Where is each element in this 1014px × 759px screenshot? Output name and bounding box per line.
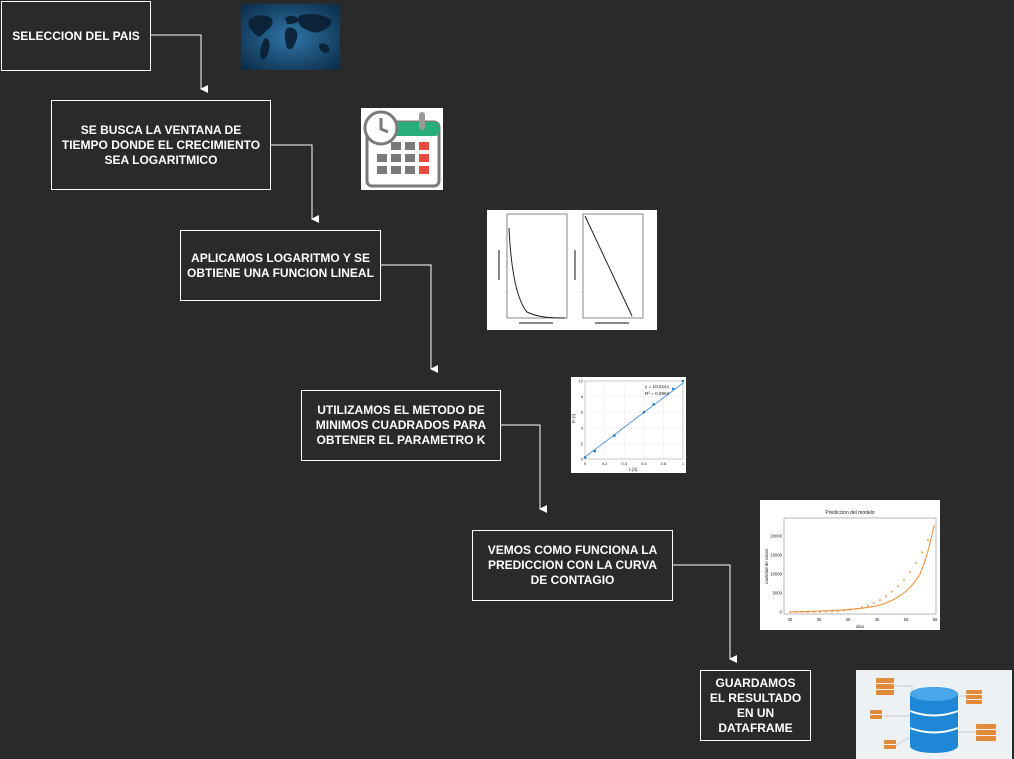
prediction-xtick: 50 [904,617,909,622]
prediction-point [903,578,905,581]
prediction-point [885,595,887,598]
regression-point [583,456,587,459]
step-prediction: VEMOS COMO FUNCIONA LA PREDICCION CON LA… [472,530,673,601]
prediction-point [873,602,875,604]
regression-point [593,449,597,453]
prediction-point [891,590,893,593]
prediction-xlabel: dias [856,624,865,629]
step-time-window: SE BUSCA LA VENTANA DE TIEMPO DONDE EL C… [51,100,271,190]
connector-2-3 [270,144,319,223]
prediction-curve [789,525,935,613]
prediction-point [909,571,911,573]
world-map-icon [241,4,340,70]
prediction-ytick: 5000 [773,591,783,596]
prediction-point [849,608,851,611]
regression-xtick: 0.6 [641,461,647,466]
regression-ytick: 2 [581,441,584,446]
step-label: GUARDAMOS EL RESULTADO EN UN DATAFRAME [709,675,802,735]
step-label: SE BUSCA LA VENTANA DE TIEMPO DONDE EL C… [61,122,261,167]
regression-xtick: 0.4 [621,461,627,466]
prediction-xtick: 45 [875,617,880,622]
step-label: APLICAMOS LOGARITMO Y SE OBTIENE UNA FUN… [187,250,374,280]
regression-ytick: 6 [581,410,584,415]
prediction-point [867,604,869,607]
regression-ytick: 0 [581,457,584,462]
regression-xtick: 0.2 [602,461,608,466]
prediction-point [927,539,929,541]
prediction-ytick: 0 [780,610,783,615]
prediction-point [813,611,815,613]
regression-point [613,434,616,437]
prediction-ytick: 10000 [770,572,782,577]
regression-ytick: 10 [579,379,584,384]
step-apply-log: APLICAMOS LOGARITMO Y SE OBTIENE UNA FUN… [180,230,381,301]
prediction-point [933,525,935,527]
prediction-point [843,609,845,612]
regression-xlabel: t (d) [629,467,638,472]
prediction-point [795,611,797,613]
prediction-point [915,562,917,564]
regression-point [652,403,655,406]
prediction-xtick: 30 [788,617,793,622]
regression-xtick: 0 [584,461,587,466]
prediction-xtick: 35 [817,617,822,622]
step-select-country: SELECCION DEL PAIS [1,1,151,71]
regression-xtick: 1 [682,461,685,466]
prediction-ytick: 15000 [770,553,782,558]
prediction-xtick: 55 [933,617,938,622]
regression-line [584,382,684,458]
prediction-point [825,610,827,613]
regression-equation: y = 10,014x [645,384,670,389]
connector-4-5 [500,424,547,513]
step-label: UTILIZAMOS EL METODO DE MINIMOS CUADRADO… [315,403,487,447]
connector-5-6 [672,564,737,663]
step-save-dataframe: GUARDAMOS EL RESULTADO EN UN DATAFRAME [700,670,811,741]
regression-point [681,379,685,383]
prediction-point [801,611,803,613]
regression-ylabel: ln (I) [571,413,576,423]
database-icon [856,670,1012,759]
prediction-title: Prediccion del modelo [825,510,874,516]
step-label: VEMOS COMO FUNCIONA LA PREDICCION CON LA… [487,543,658,587]
prediction-point [861,606,863,609]
regression-xtick: 0.8 [661,461,667,466]
prediction-plot: Prediccion del modelo cantidad de casos … [760,500,940,630]
regression-point [671,387,675,391]
prediction-point [807,611,809,613]
calendar-clock-icon [361,108,443,190]
log-plots-icon [487,210,657,330]
step-least-squares: UTILIZAMOS EL METODO DE MINIMOS CUADRADO… [301,390,501,461]
prediction-ylabel: cantidad de casos [764,548,769,584]
prediction-xtick: 40 [846,617,851,622]
connector-3-4 [380,264,438,373]
prediction-point [855,607,857,610]
regression-ytick: 4 [581,425,584,430]
prediction-ytick: 20000 [770,534,782,539]
prediction-point [879,599,881,601]
connector-1-2 [150,34,208,93]
prediction-point [819,610,821,613]
prediction-point [921,551,923,554]
prediction-point [789,611,791,613]
step-label: SELECCION DEL PAIS [12,28,140,43]
regression-r2: R² = 0,9994 [645,391,670,396]
regression-ytick: 8 [581,394,584,399]
regression-point [642,410,646,414]
prediction-point [837,610,839,613]
regression-plot: y = 10,014x R² = 0,9994 ln (I) t (d) 0 0.… [571,377,686,473]
prediction-point [897,585,899,588]
prediction-point [831,610,833,613]
